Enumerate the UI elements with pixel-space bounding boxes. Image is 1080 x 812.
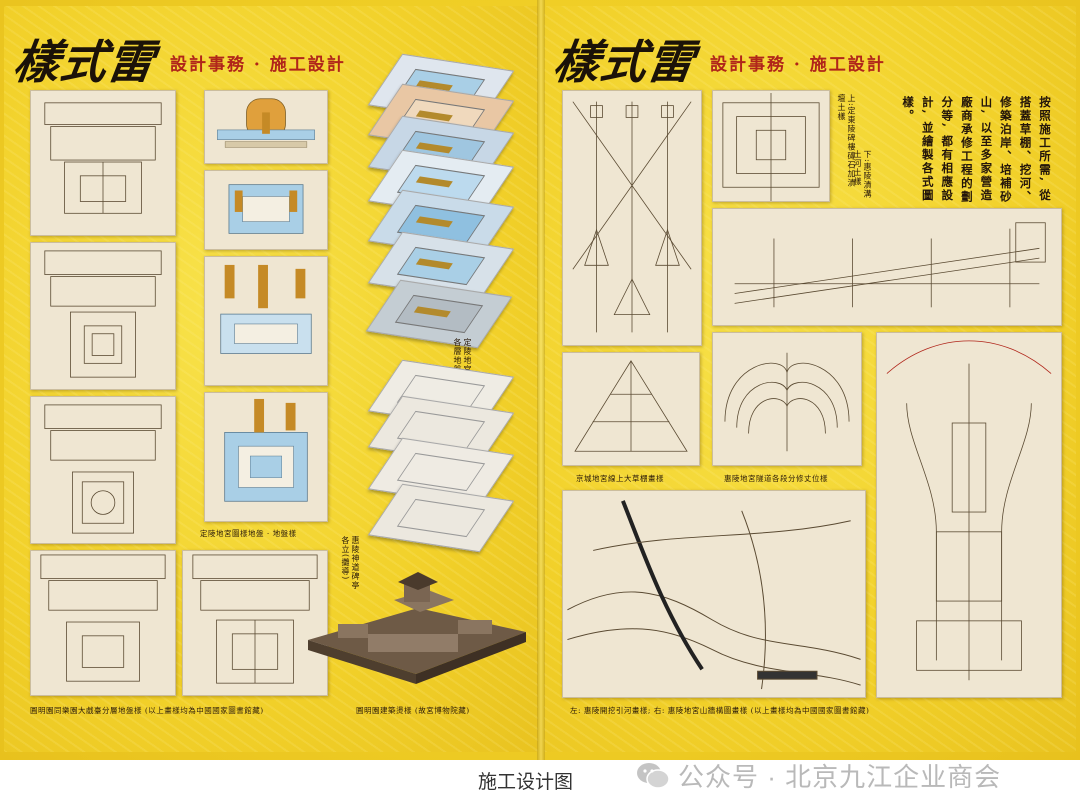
mountain-wall-drawing — [876, 332, 1062, 698]
image-caption: 施工设计图 — [478, 772, 574, 793]
channel-profile-drawing — [712, 208, 1062, 326]
wechat-icon — [636, 761, 670, 791]
canal-excavation-map — [562, 490, 866, 698]
note-top: 上:定東陵碑樓磚石加漬壇土樣 — [837, 94, 856, 188]
tomb-elevation-drawing — [204, 90, 328, 164]
book-spread: 樣式雷 設計事務 · 施工設計 — [0, 0, 1080, 760]
caption-mound: 惠陵地宮隧道各段分修丈位樣 — [724, 474, 828, 483]
right-brand-title: 樣式雷 — [549, 35, 699, 89]
stele-plan-drawing — [712, 90, 830, 202]
tomb-plan-colored-1 — [204, 170, 328, 250]
floor-plan-5 — [182, 550, 328, 696]
caption-triangle: 京城地宮線上大草棚畫樣 — [576, 474, 664, 483]
caption-bottom-left: 圓明園同樂園大戲臺分層地盤樣 (以上畫樣均為中國國家圖書館藏) — [30, 706, 264, 715]
caption-bottom: 左: 惠陵開挖引河畫樣; 右: 惠陵地宮山牆構圖畫樣 (以上畫樣均為中國國家圖書… — [570, 706, 870, 715]
architecture-model-photo — [298, 570, 528, 690]
floor-plan-1 — [30, 90, 176, 236]
caption-layers-bottom: 惠陵神道碑亭各立(攤導) — [341, 536, 360, 590]
left-subtitle: 設計事務 · 施工設計 — [170, 55, 346, 75]
watermark: 公众号 · 北京九江企业商会 — [636, 757, 1001, 794]
caption-plan-colored: 定陵地宮圖樣地盤 · 地盤樣 — [200, 529, 297, 538]
floor-plan-4 — [30, 550, 176, 696]
watermark-text: 公众号 · 北京九江企业商会 — [678, 762, 1002, 792]
book-gutter — [537, 0, 545, 760]
triangle-shed-drawing — [562, 352, 700, 466]
floor-plan-3 — [30, 396, 176, 544]
caption-bottom-right: 圓明園建築燙樣 (故宮博物院藏) — [356, 706, 470, 715]
right-subtitle: 設計事務 · 施工設計 — [710, 55, 886, 75]
tomb-plan-colored-3 — [204, 392, 328, 522]
note-bottom: 下:惠陵漬溝土河土樣 — [853, 150, 872, 199]
description-text: 按照施工所需, 從搭蓋草棚、挖河、修築泊岸、培補砂山, 以至多家營造廠商承修工程… — [901, 96, 1052, 204]
scaffold-elevation-drawing — [562, 90, 702, 346]
floor-plan-2 — [30, 242, 176, 390]
mound-section-drawing — [712, 332, 862, 466]
tomb-plan-colored-2 — [204, 256, 328, 386]
left-brand-title: 樣式雷 — [9, 35, 159, 89]
